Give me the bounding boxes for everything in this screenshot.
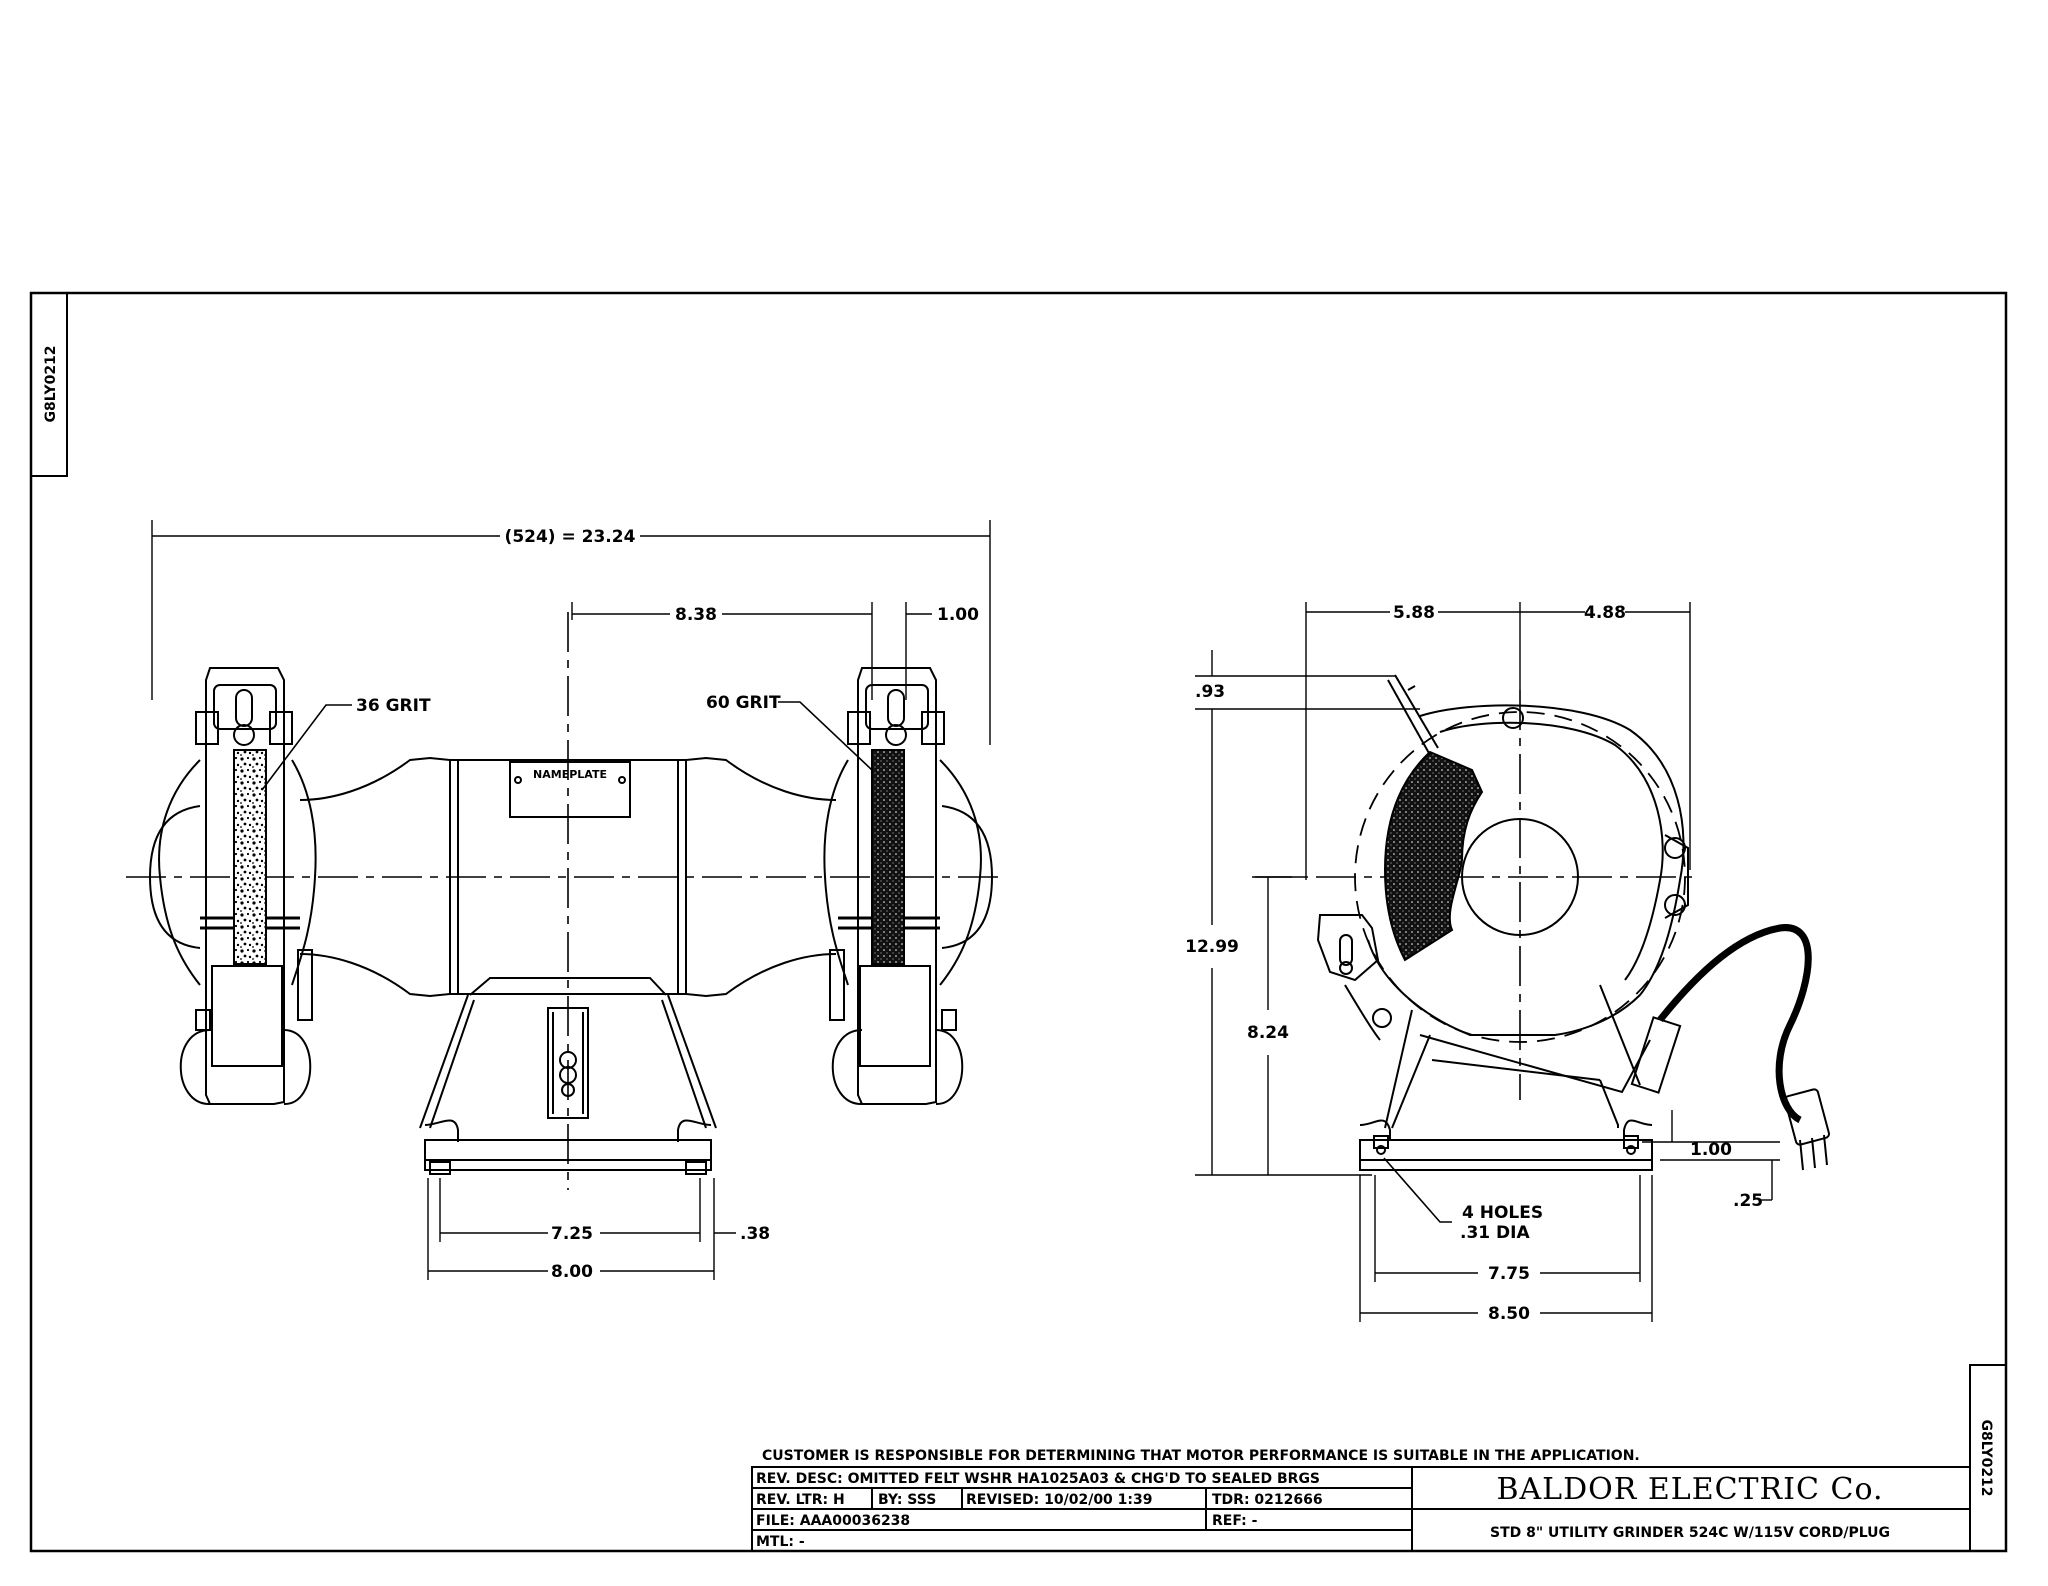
rev-desc: REV. DESC: OMITTED FELT WSHR HA1025A03 &… <box>756 1471 1320 1487</box>
side-view <box>1195 602 1830 1322</box>
disclaimer: CUSTOMER IS RESPONSIBLE FOR DETERMINING … <box>762 1448 1640 1464</box>
material-field: MTL: - <box>756 1534 805 1550</box>
left-wheel-guard <box>149 667 317 1106</box>
dim-overall-height: 12.99 <box>1185 937 1239 957</box>
dim-wheel-width: 1.00 <box>937 605 979 625</box>
right-abrasive-wheel <box>871 749 905 965</box>
dim-base-hole-spacing: 7.25 <box>551 1224 593 1244</box>
strain-relief <box>1630 1016 1682 1094</box>
id-box-bottom: G8LY0212 <box>1969 1364 2007 1552</box>
dim-foot-thickness: .25 <box>1733 1191 1763 1211</box>
side-base <box>1359 1139 1653 1171</box>
nameplate <box>509 761 631 818</box>
motor-housing <box>1367 704 1685 1036</box>
dim-base-depth: 8.50 <box>1488 1304 1530 1324</box>
dim-plug-height: 1.00 <box>1690 1140 1732 1160</box>
company-name: BALDOR ELECTRIC Co. <box>1496 1472 1883 1507</box>
file-number: FILE: AAA00036238 <box>756 1513 910 1529</box>
dim-guard-offset: .93 <box>1195 682 1225 702</box>
dim-front-offset: 4.88 <box>1584 603 1626 623</box>
shaft-bore <box>1461 818 1579 936</box>
label-36-grit: 36 GRIT <box>356 696 431 716</box>
left-abrasive-wheel <box>233 749 267 965</box>
label-60-grit: 60 GRIT <box>706 693 781 713</box>
front-view <box>126 520 1000 1280</box>
dim-hole-spacing: 7.75 <box>1488 1264 1530 1284</box>
rev-by: BY: SSS <box>878 1492 936 1508</box>
ref-field: REF: - <box>1212 1513 1258 1529</box>
front-view-labels: (524) = 23.24 8.38 1.00 36 GRIT 60 GRIT … <box>356 527 979 1282</box>
tdr-number: TDR: 0212666 <box>1212 1492 1323 1508</box>
rev-date: REVISED: 10/02/00 1:39 <box>966 1492 1153 1508</box>
exposed-wheel-segment <box>1383 750 1484 962</box>
dim-overall-length: (524) = 23.24 <box>505 527 636 547</box>
id-box-top: G8LY0212 <box>30 292 68 477</box>
nameplate-text: NAMEPLATE <box>533 768 607 781</box>
side-view-labels: 5.88 4.88 .93 12.99 8.24 1.00 .25 4 HOLE… <box>1185 603 1763 1324</box>
drawing-id-top: G8LY0212 <box>43 345 59 422</box>
dim-center-to-wheel: 8.38 <box>675 605 717 625</box>
right-wheel-guard <box>823 667 993 1106</box>
power-plug <box>1784 1088 1830 1171</box>
dim-base-width: 8.00 <box>551 1262 593 1282</box>
rev-ltr: REV. LTR: H <box>756 1492 845 1508</box>
holes-note-line1: 4 HOLES <box>1462 1203 1543 1223</box>
sheet-border <box>29 291 2008 1553</box>
title-block: CUSTOMER IS RESPONSIBLE FOR DETERMINING … <box>751 1448 1971 1552</box>
tool-rest <box>1316 914 1380 982</box>
pedestal <box>419 977 717 1175</box>
motor-body <box>299 756 837 998</box>
dim-base-offset: .38 <box>740 1224 770 1244</box>
dim-rear-offset: 5.88 <box>1393 603 1435 623</box>
drawing-description: STD 8" UTILITY GRINDER 524C W/115V CORD/… <box>1490 1525 1890 1541</box>
dim-shaft-height: 8.24 <box>1247 1023 1289 1043</box>
power-cord <box>1657 924 1812 1124</box>
holes-note-line2: .31 DIA <box>1460 1223 1530 1243</box>
drawing-id-bottom: G8LY0212 <box>1978 1419 1994 1496</box>
